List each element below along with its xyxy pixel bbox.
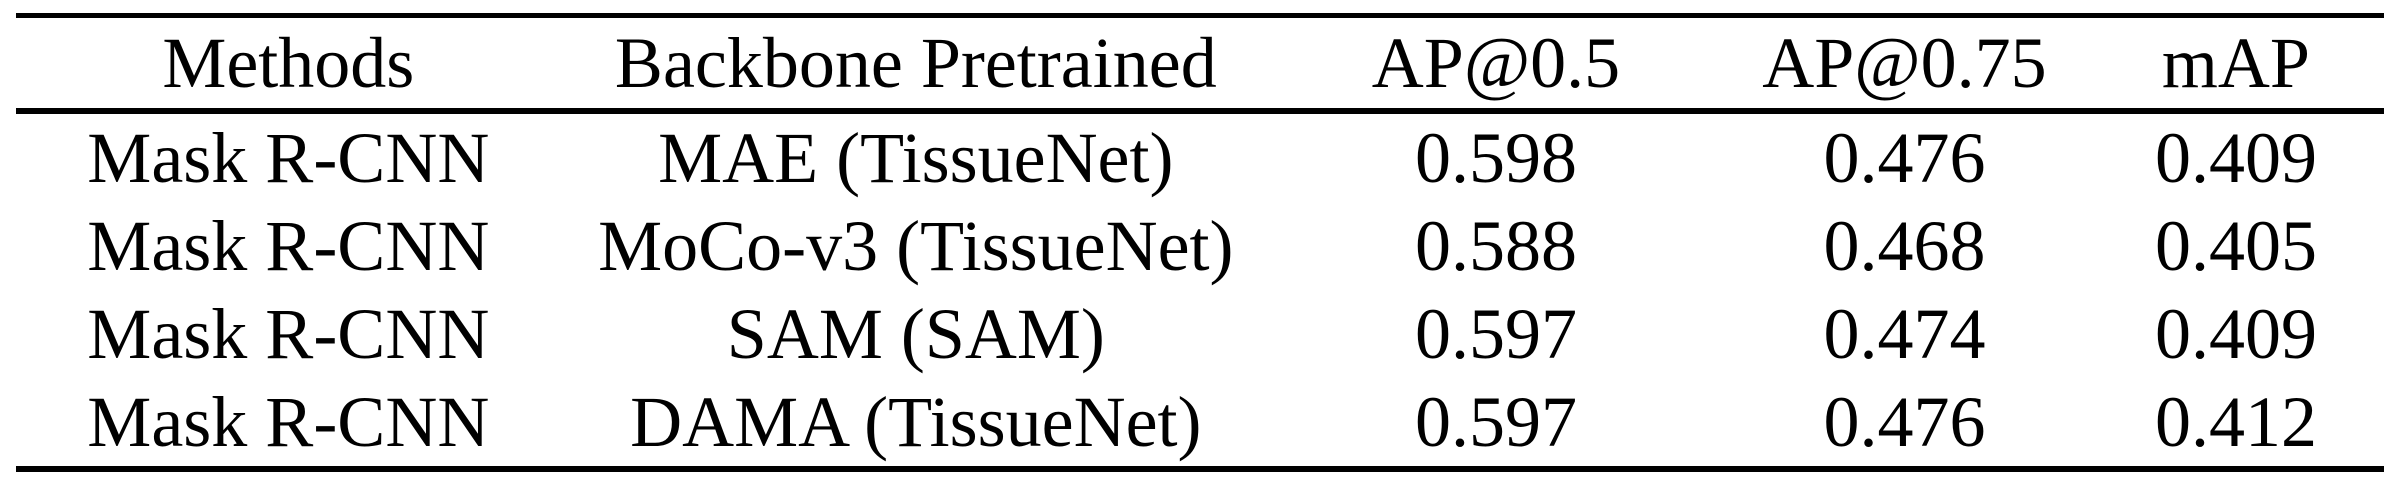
column-header-map: mAP xyxy=(2161,23,2310,103)
cell-ap075: 0.468 xyxy=(1823,206,1986,286)
cell-backbone: MAE (TissueNet) xyxy=(658,118,1174,198)
cell-ap05: 0.597 xyxy=(1414,294,1577,374)
cell-backbone: SAM (SAM) xyxy=(726,294,1105,374)
column-header-ap075: AP@0.75 xyxy=(1762,23,2047,103)
cell-ap05: 0.598 xyxy=(1414,118,1577,198)
table-header-rule xyxy=(16,108,2384,114)
cell-ap075: 0.476 xyxy=(1823,382,1986,462)
results-table: Methods Backbone Pretrained AP@0.5 AP@0.… xyxy=(16,0,2384,472)
cell-backbone: MoCo-v3 (TissueNet) xyxy=(598,206,1234,286)
cell-method: Mask R-CNN xyxy=(87,206,490,286)
cell-map: 0.412 xyxy=(2154,382,2317,462)
column-header-methods: Methods xyxy=(162,23,415,103)
table-bottom-rule xyxy=(16,466,2384,472)
cell-map: 0.409 xyxy=(2154,118,2317,198)
cell-ap075: 0.474 xyxy=(1823,294,1986,374)
cell-map: 0.405 xyxy=(2154,206,2317,286)
column-header-ap05: AP@0.5 xyxy=(1371,23,1621,103)
table-top-rule xyxy=(16,13,2384,18)
column-header-backbone-pretrained: Backbone Pretrained xyxy=(614,23,1217,103)
cell-ap075: 0.476 xyxy=(1823,118,1986,198)
cell-method: Mask R-CNN xyxy=(87,382,490,462)
table-header-row: Methods Backbone Pretrained AP@0.5 AP@0.… xyxy=(16,18,2384,108)
table-row-dama: Mask R-CNN DAMA (TissueNet) 0.597 0.476 … xyxy=(16,378,2384,466)
cell-method: Mask R-CNN xyxy=(87,118,490,198)
cell-map: 0.409 xyxy=(2154,294,2317,374)
table-row-mae: Mask R-CNN MAE (TissueNet) 0.598 0.476 0… xyxy=(16,114,2384,202)
table-row-moco-v3: Mask R-CNN MoCo-v3 (TissueNet) 0.588 0.4… xyxy=(16,202,2384,290)
cell-backbone: DAMA (TissueNet) xyxy=(630,382,1202,462)
cell-ap05: 0.597 xyxy=(1414,382,1577,462)
cell-method: Mask R-CNN xyxy=(87,294,490,374)
cell-ap05: 0.588 xyxy=(1414,206,1577,286)
table-row-sam: Mask R-CNN SAM (SAM) 0.597 0.474 0.409 xyxy=(16,290,2384,378)
